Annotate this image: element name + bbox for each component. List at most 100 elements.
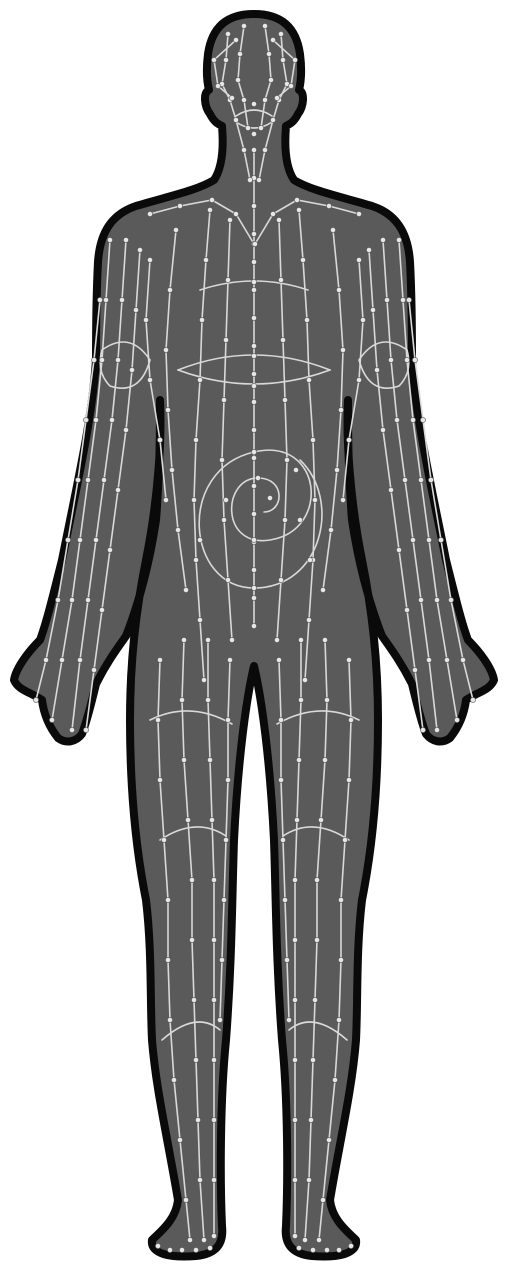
acupoint [370, 307, 375, 312]
acupoint [227, 657, 232, 662]
acupoint [205, 637, 210, 642]
acupoint [107, 547, 112, 552]
acupoint [292, 997, 297, 1002]
acupoint [322, 637, 327, 642]
acupoint [420, 727, 425, 732]
acupoint [65, 537, 70, 542]
acupoint [374, 367, 379, 372]
acupoint [251, 371, 256, 376]
acupoint [197, 1177, 202, 1182]
acupoint [251, 623, 256, 628]
acupoint [183, 1197, 188, 1202]
acupoint [221, 517, 226, 522]
acupoint [209, 817, 214, 822]
acupoint [49, 717, 54, 722]
acupoint [241, 97, 246, 102]
acupoint [302, 677, 307, 682]
acupoint [211, 1117, 216, 1122]
acupoint [251, 567, 256, 572]
acupoint [262, 147, 267, 152]
acupoint [434, 727, 439, 732]
acupoint [280, 837, 285, 842]
acupoint [241, 147, 246, 152]
acupoint [388, 357, 393, 362]
acupoint [256, 177, 261, 182]
acupoint [245, 125, 250, 130]
acupoint [223, 837, 228, 842]
acupoint [207, 207, 212, 212]
acupoint [207, 757, 212, 762]
acupoint [306, 617, 311, 622]
acupoint [189, 937, 194, 942]
acupoint [201, 1237, 206, 1242]
acupoint [294, 817, 299, 822]
acupoint [312, 497, 317, 502]
acupoint [221, 897, 226, 902]
acupoint [412, 357, 417, 362]
acupoint [101, 477, 106, 482]
acupoint [270, 37, 275, 42]
acupoint [360, 317, 365, 322]
acupoint [193, 557, 198, 562]
acupoint [157, 437, 162, 442]
acupoint [404, 607, 409, 612]
acupoint [229, 637, 234, 642]
acupoint [167, 287, 172, 292]
acupoint [227, 217, 232, 222]
acupoint [123, 427, 128, 432]
acupoint [292, 937, 297, 942]
acupoint [340, 497, 345, 502]
acupoint [426, 657, 431, 662]
acupoint [85, 597, 90, 602]
acupoint [262, 97, 267, 102]
acupoint [322, 757, 327, 762]
acupoint [334, 467, 339, 472]
acupoint [251, 315, 256, 320]
acupoint [310, 1247, 315, 1252]
acupoint [412, 667, 417, 672]
acupoint [59, 657, 64, 662]
acupoint [268, 77, 273, 82]
acupoint [251, 131, 256, 136]
acupoint [308, 1117, 313, 1122]
acupoint [402, 477, 407, 482]
acupoint [199, 317, 204, 322]
acupoint [251, 537, 256, 542]
acupoint [314, 877, 319, 882]
acupoint [410, 417, 415, 422]
acupoint [175, 527, 180, 532]
acupoint [177, 1137, 182, 1142]
acupoint [233, 211, 238, 216]
acupoint [55, 597, 60, 602]
acupoint [292, 1177, 297, 1182]
acupoint [211, 57, 216, 62]
acupoint [342, 837, 347, 842]
acupoint [356, 257, 361, 262]
acupoint [297, 517, 302, 522]
acupoint [223, 57, 228, 62]
acupoint [298, 697, 303, 702]
acupoint [338, 897, 343, 902]
acupoint [286, 1017, 291, 1022]
acupoint [161, 837, 166, 842]
acupoint [280, 57, 285, 62]
acupoint [223, 337, 228, 342]
acupoint [183, 587, 188, 592]
acupoint [258, 125, 263, 130]
acupoint [99, 607, 104, 612]
acupoint [155, 1243, 160, 1248]
acupoint [233, 117, 238, 122]
acupoint [181, 757, 186, 762]
acupoint [251, 595, 256, 600]
acupoint [193, 437, 198, 442]
acupoint [306, 1177, 311, 1182]
acupoint [251, 483, 256, 488]
acupoint [241, 23, 246, 28]
acupoint [396, 237, 401, 242]
acupoint [77, 537, 82, 542]
acupoint [221, 397, 226, 402]
acupoint [328, 527, 333, 532]
acupoint [197, 617, 202, 622]
acupoint [165, 897, 170, 902]
acupoint [318, 817, 323, 822]
